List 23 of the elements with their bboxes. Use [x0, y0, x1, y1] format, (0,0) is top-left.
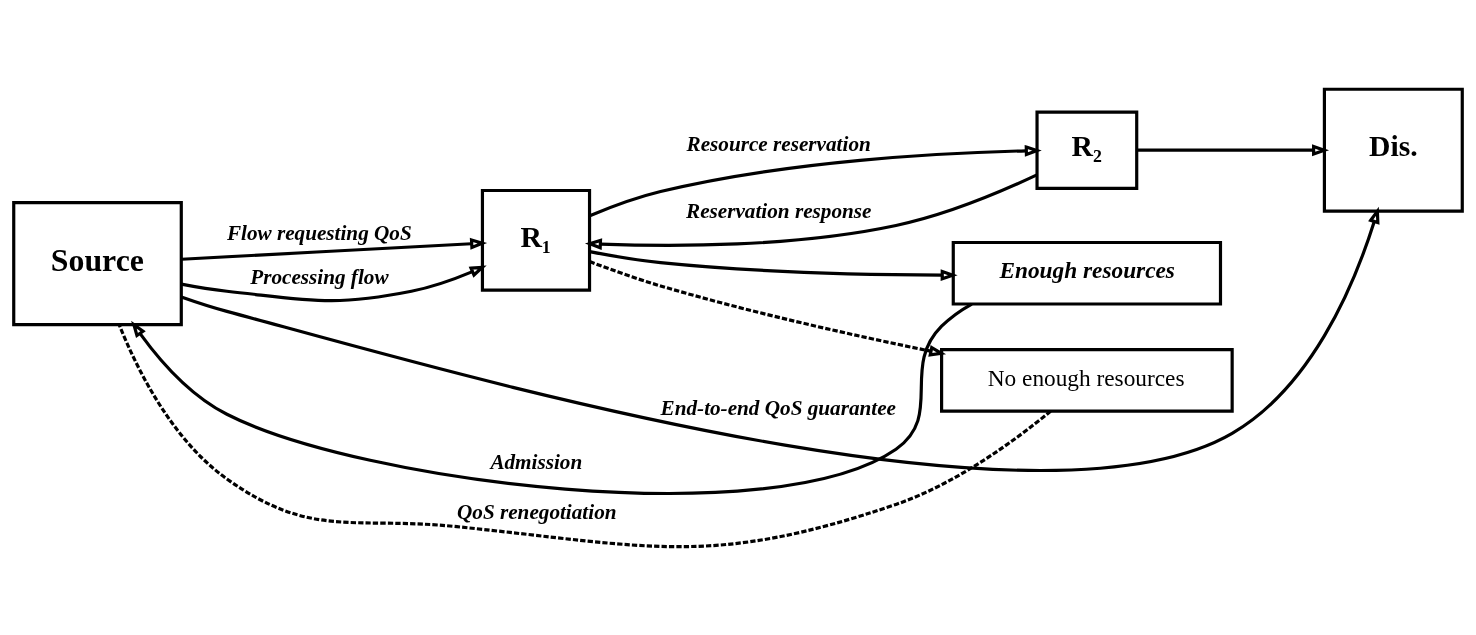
arrow	[181, 264, 487, 302]
edge-label: Flow requesting QoS	[226, 220, 412, 245]
edge-label: Processing flow	[250, 264, 389, 289]
arrow	[584, 172, 1038, 250]
arrow	[181, 237, 488, 261]
edge-label: Admission	[490, 449, 583, 474]
connector	[117, 323, 1052, 548]
edge-label: End-to-end QoS guarantee	[660, 395, 897, 420]
node-box: Dis.	[1322, 87, 1464, 213]
node-box: Source	[12, 200, 183, 326]
arrow	[1136, 143, 1330, 156]
arrow	[589, 249, 958, 281]
edge-label: Resource reservation	[686, 131, 871, 156]
edge-label: QoS renegotiation	[456, 499, 617, 524]
arrow	[180, 206, 1380, 472]
node-box: R₂	[1035, 109, 1139, 190]
node-box: R₁	[480, 188, 592, 292]
node-box: No enough resources	[940, 347, 1234, 413]
arrow	[131, 302, 973, 495]
arrow	[589, 259, 947, 357]
node-box: Enough resources	[951, 240, 1223, 306]
arrow	[589, 144, 1042, 217]
edge-label: Reservation response	[686, 198, 872, 223]
